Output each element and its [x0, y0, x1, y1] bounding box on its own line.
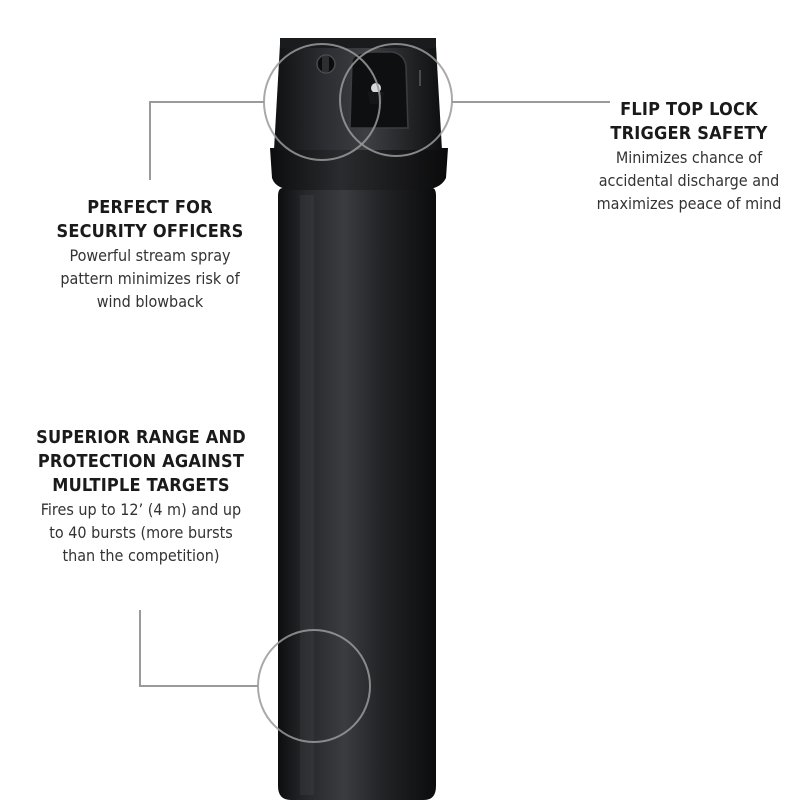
- callout-markers: [139, 43, 610, 743]
- flip-top-cap: [274, 38, 442, 150]
- flip-top-callout: FLIP TOP LOCK TRIGGER SAFETY Minimizes c…: [578, 98, 800, 215]
- range-title: SUPERIOR RANGE AND PROTECTION AGAINST MU…: [36, 427, 246, 496]
- canister-collar: [270, 148, 448, 190]
- range-description: Fires up to 12’ (4 m) and up to 40 burst…: [40, 500, 242, 565]
- flip-top-description: Minimizes chance of accidental discharge…: [596, 148, 782, 213]
- range-callout: SUPERIOR RANGE AND PROTECTION AGAINST MU…: [18, 426, 264, 567]
- security-description: Powerful stream spray pattern minimizes …: [60, 246, 240, 311]
- security-leader-line: [149, 101, 264, 180]
- security-callout: PERFECT FOR SECURITY OFFICERS Powerful s…: [34, 196, 266, 313]
- security-title: PERFECT FOR SECURITY OFFICERS: [56, 197, 244, 242]
- trigger-highlight-circle: [339, 43, 453, 157]
- canister-body: [278, 188, 436, 800]
- flip-top-title: FLIP TOP LOCK TRIGGER SAFETY: [610, 99, 768, 144]
- range-leader-line: [139, 610, 258, 687]
